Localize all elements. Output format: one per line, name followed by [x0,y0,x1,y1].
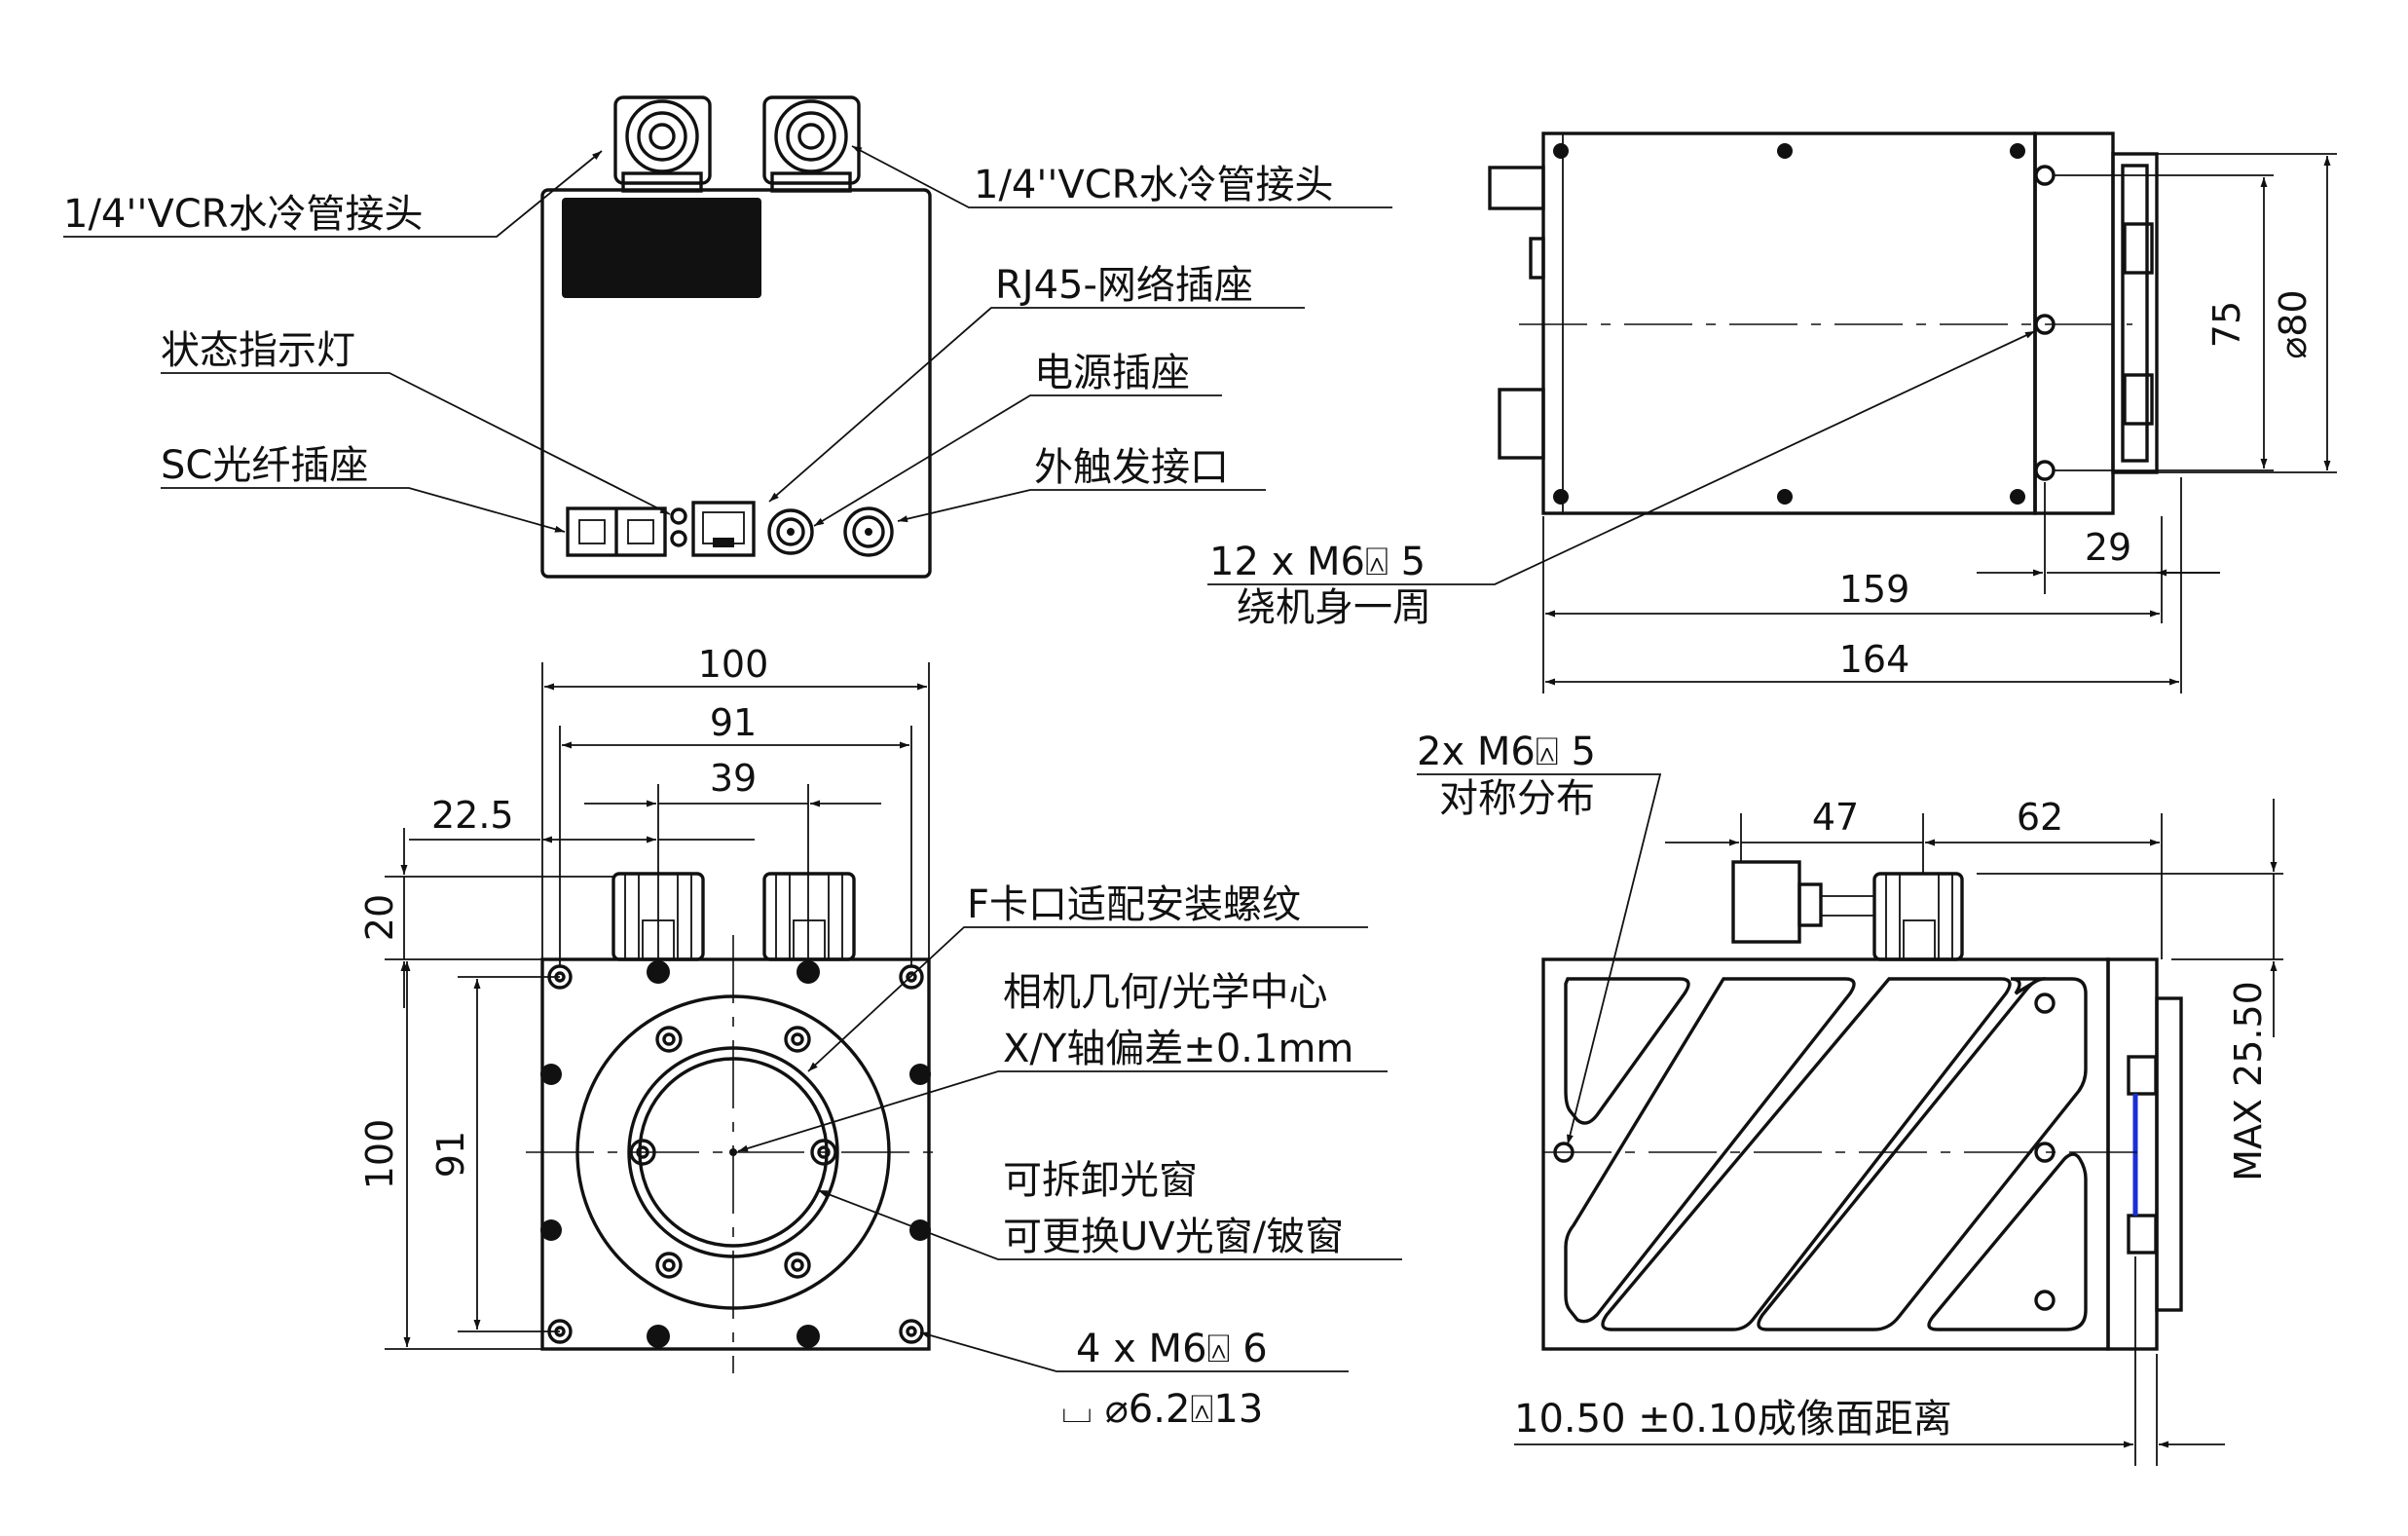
label-trigger: 外触发接口 [1034,445,1229,490]
note-4xm6: 4 x M6⍓ 6 [1076,1327,1268,1371]
label-window-1: 可拆卸光窗 [1003,1158,1198,1203]
bottom-latch-top [2127,1055,2158,1096]
side-view: 75 ⌀80 12 x M6⍓ 5 绕机身一周 29 159 164 [1207,131,2337,693]
front-flange [2033,131,2115,515]
dim-91-top: 91 [710,701,757,744]
top-view: 1/4''VCR水冷管接头 1/4''VCR水冷管接头 RJ45-网络插座 状态… [63,95,1392,579]
note-around-body: 绕机身一周 [1237,585,1431,630]
front-view: 100 91 39 22.5 20 100 91 F卡口适配安装螺纹 相机几何/… [358,643,1402,1432]
side-connector-2 [1498,388,1545,460]
latch-top [2123,222,2154,275]
dim-62: 62 [2017,796,2063,839]
bottom-view: 2x M6⍓ 5 对称分布 47 62 MAX 25.50 10.50 ±0.1… [1417,730,2283,1466]
label-sc-fiber: SC光纤插座 [161,443,368,488]
bottom-hole-1 [2034,993,2056,1014]
label-center-2: X/Y轴偏差±0.1mm [1003,1027,1353,1071]
power-socket [767,508,814,555]
sc-fiber-socket [566,506,667,557]
bottom-fitting [1731,860,1964,961]
dim-47: 47 [1812,796,1859,839]
dim-max: MAX 25.50 [2227,981,2270,1181]
label-center-1: 相机几何/光学中心 [1003,970,1327,1015]
rj45-socket [691,501,756,557]
note-12xm6: 12 x M6⍓ 5 [1209,540,1426,584]
side-body [1541,131,2037,515]
label-plate [562,198,761,298]
front-ring [2111,152,2159,474]
trigger-socket [843,506,894,557]
dim-100-top: 100 [698,643,769,686]
bottom-hole-3 [2034,1290,2056,1311]
status-led-2 [670,530,687,547]
dim-39: 39 [710,757,757,800]
label-vcr-left: 1/4''VCR水冷管接头 [63,192,423,237]
front-fitting-right [762,872,856,961]
label-f-mount: F卡口适配安装螺纹 [967,882,1301,927]
dim-phi80: ⌀80 [2272,289,2315,358]
side-screws [1553,143,2056,505]
dim-75: 75 [2205,301,2248,348]
note-counterbore: ⌴ ⌀6.2⍓13 [1061,1387,1263,1432]
front-perimeter-screws [540,960,931,1348]
dim-20: 20 [358,894,401,941]
label-imaging-distance: 10.50 ±0.10成像面距离 [1514,1397,1952,1442]
dim-29: 29 [2085,526,2131,569]
label-status-led: 状态指示灯 [161,328,355,373]
dim-91-left: 91 [429,1131,472,1178]
label-vcr-right: 1/4''VCR水冷管接头 [974,163,1333,207]
latch-bottom [2123,373,2154,426]
bottom-latch-bottom [2127,1214,2158,1255]
label-rj45: RJ45-网络插座 [995,263,1253,308]
dim-22-5: 22.5 [431,794,514,837]
vcr-fitting-right [762,95,861,193]
dim-100-left: 100 [358,1119,401,1190]
note-2xm6: 2x M6⍓ 5 [1417,730,1596,774]
dim-164: 164 [1839,638,1910,681]
label-power: 电源插座 [1034,351,1190,395]
dim-159: 159 [1839,568,1910,611]
cooling-channels [1564,977,2088,1331]
rear-panel-body [540,188,932,579]
label-window-2: 可更换UV光窗/铍窗 [1003,1215,1344,1259]
vcr-fitting-left [613,95,712,193]
side-connector-1 [1488,166,1545,210]
note-symmetric: 对称分布 [1439,776,1595,821]
front-face [540,957,931,1351]
status-led-1 [670,507,687,525]
